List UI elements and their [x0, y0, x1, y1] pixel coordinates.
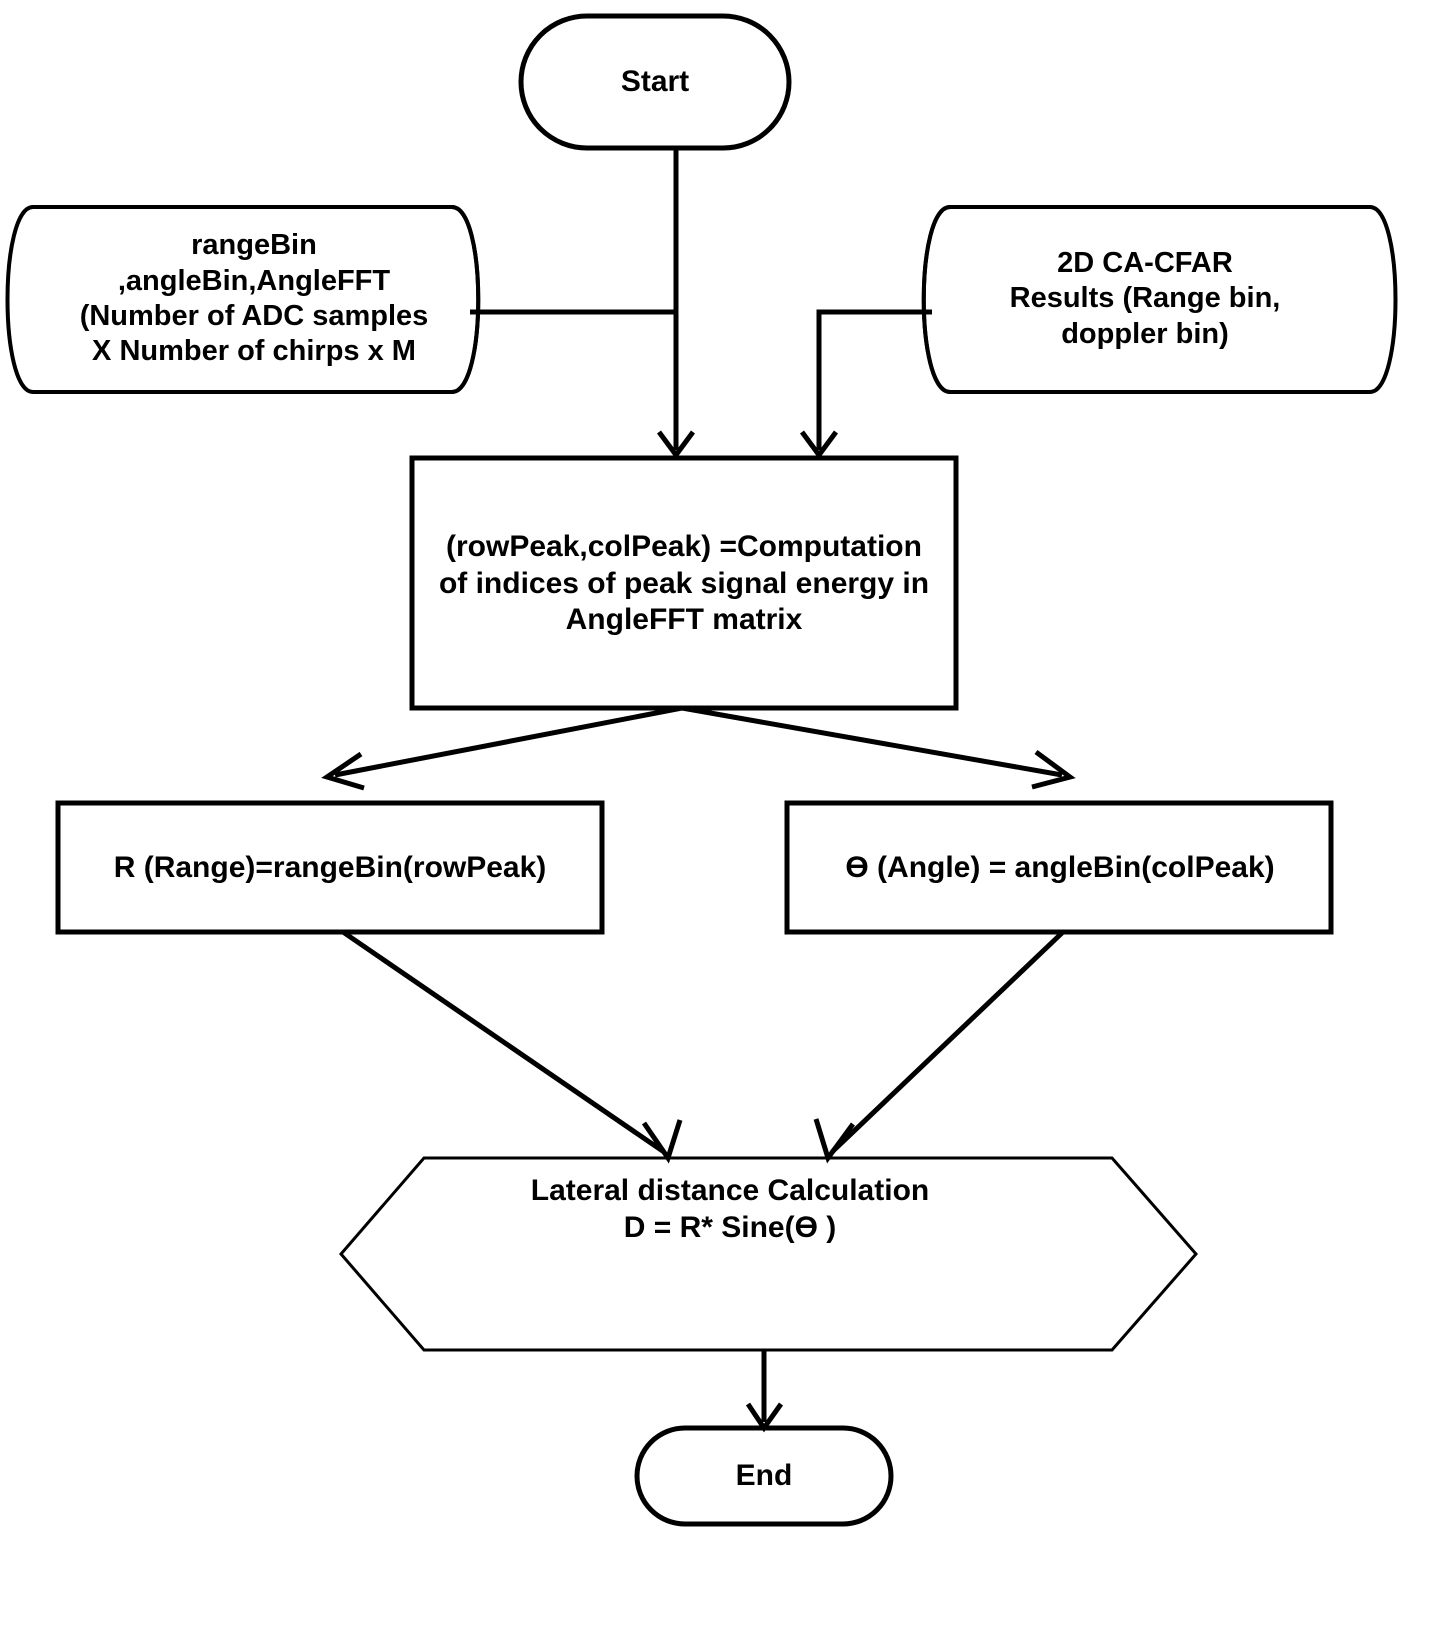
edge-process-to-angle-line	[681, 705, 1063, 778]
node-input-left-shape[interactable]	[5, 205, 481, 394]
edge-right-input-to-process-arrowhead	[799, 430, 839, 460]
node-input-right-cap	[921, 205, 951, 394]
node-end-shape[interactable]	[634, 1425, 894, 1527]
edge-range-to-lateral-arrowhead	[641, 1119, 683, 1164]
edge-start-to-process-arrowhead	[656, 430, 696, 460]
edge-right-input-to-process-line	[816, 309, 932, 450]
edge-angle-to-lateral-line	[830, 930, 1065, 1154]
edge-range-to-lateral-line	[341, 929, 666, 1155]
edge-angle-to-lateral-arrowhead	[813, 1118, 856, 1164]
node-input-right-shape[interactable]	[921, 205, 1398, 394]
edge-process-to-range-arrowhead	[321, 751, 365, 791]
node-range-box-shape[interactable]	[55, 800, 605, 935]
node-start-shape[interactable]	[518, 13, 792, 151]
edge-process-to-angle-arrowhead	[1031, 749, 1076, 790]
node-process-peak-shape[interactable]	[409, 455, 959, 711]
node-input-left-cap	[451, 205, 481, 394]
edge-lateral-to-end-arrowhead	[745, 1402, 784, 1433]
node-lateral-hex-shape[interactable]	[339, 1156, 1198, 1352]
edge-process-to-range-line	[334, 705, 683, 778]
node-angle-box-shape[interactable]	[784, 800, 1334, 935]
